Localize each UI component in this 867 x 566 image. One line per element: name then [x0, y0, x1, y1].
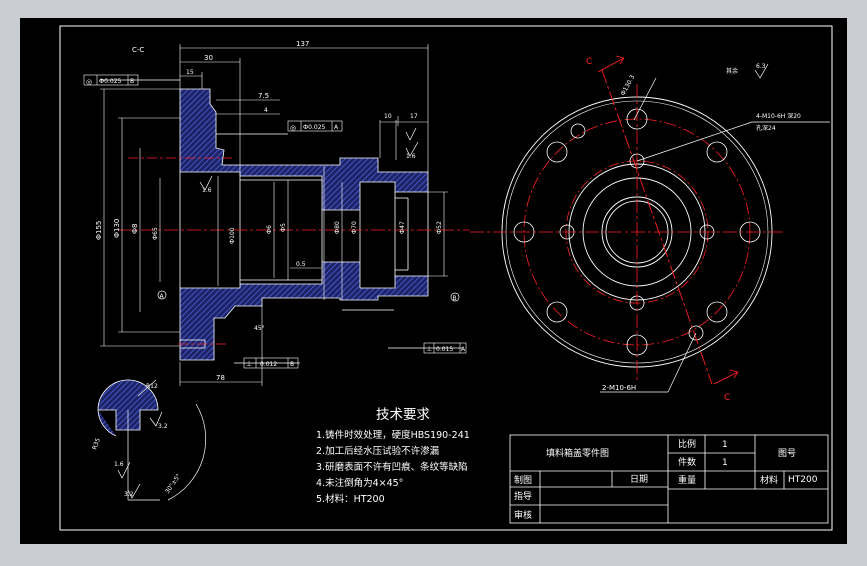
datum-a-letter: A [160, 293, 165, 300]
title-weight-label: 重量 [678, 474, 696, 486]
dim-dia-52: Ф52 [436, 221, 443, 234]
dim-dia-130: Ф130 [113, 219, 121, 238]
dim-dia-65: Ф65 [152, 227, 159, 240]
title-part-name: 填料箱盖零件图 [546, 447, 609, 459]
dim-dia-5: Ф5 [280, 223, 287, 232]
tol-1-symbol: ◎ [86, 78, 92, 86]
section-label: C-C [132, 46, 144, 54]
detail-rough-32: 3.2 [158, 423, 168, 430]
dim-len-78: 78 [216, 374, 225, 382]
tolerance-frame-1 [83, 74, 139, 86]
section-view: C-C [83, 40, 470, 386]
dim-small-05: 0.5 [296, 261, 306, 268]
tolerance-frame-2 [287, 120, 343, 132]
requirement-4: 4.未注倒角为4×45° [316, 477, 403, 489]
hatch-lower [179, 261, 429, 361]
tol-3-symbol: ⊥ [246, 360, 252, 368]
sheet-background [20, 18, 847, 544]
title-checked-label: 指导 [514, 490, 532, 502]
title-block [509, 434, 829, 524]
dim-step-4: 4 [264, 107, 268, 114]
title-count-value: 1 [722, 458, 728, 468]
dim-dia-100: Ф100 [229, 227, 236, 244]
dim-dia-8: Ф8 [131, 224, 139, 234]
title-approved-label: 审核 [514, 509, 532, 521]
tolerance-frame-3 [243, 357, 299, 369]
tol-1-value: Ф0.025 [99, 78, 122, 85]
tol-4-datum: A [461, 346, 466, 353]
view-mark-bottom: C [724, 393, 730, 403]
callout-2-m10: 2-M10-6H [602, 384, 636, 392]
section-arrow-top [597, 55, 625, 73]
tol-4-value: 0.015 [436, 346, 453, 353]
callout-4-m10: 4-M10-6H 深20 [756, 112, 801, 120]
title-drawing-no-label: 图号 [778, 448, 796, 459]
dim-angle-45: 45° [254, 325, 265, 332]
section-line-c [601, 69, 713, 385]
datum-a-marker [157, 290, 167, 300]
detail-rough-32b: 3.2 [124, 491, 134, 498]
title-drawn-label: 制图 [514, 474, 532, 486]
title-date-label: 日期 [630, 474, 648, 485]
dim-dia-80: Ф80 [334, 221, 341, 234]
inner-border [59, 25, 833, 531]
tol-3-value: 0.012 [260, 361, 277, 368]
detail-r35: R35 [91, 437, 102, 451]
title-count-label: 件数 [678, 456, 696, 468]
dim-chamfer: 7.5 [258, 92, 269, 100]
detail-lower [97, 409, 117, 437]
dim-dia-47: Ф47 [399, 221, 406, 234]
title-material-label: 材料 [760, 474, 778, 486]
detail-rough-16: 1.6 [114, 461, 124, 468]
dim-flange-width: 30 [204, 54, 213, 62]
title-scale-value: 1 [722, 440, 728, 450]
rough-63: 6.3 [756, 63, 766, 70]
datum-b-letter: B [453, 295, 457, 302]
tol-4-symbol: ⊥ [426, 345, 432, 353]
detail-hatch [97, 379, 159, 431]
dim-bore-depth: 10 [384, 113, 392, 120]
requirements-heading: 技术要求 [376, 407, 430, 423]
dim-step: 15 [186, 69, 194, 76]
rough-16-b: 1.6 [406, 153, 416, 160]
view-mark-top: C [586, 57, 592, 67]
dim-dia-70: Ф70 [351, 221, 358, 234]
tol-1-datum: B [130, 78, 134, 85]
datum-b-marker [450, 292, 460, 302]
dim-dia-6: Ф6 [266, 225, 273, 234]
section-arrow-bottom [713, 369, 739, 385]
dim-overall-length: 137 [296, 40, 309, 48]
detail-r12: R12 [146, 383, 158, 390]
requirement-5: 5.材料：HT200 [316, 493, 385, 505]
tol-3-datum: B [290, 361, 294, 368]
detail-view: R12 R35 3.2 1.6 3.2 30°±5° [91, 379, 207, 501]
dim-depth-17: 17 [410, 113, 418, 120]
callout-depth: 孔深24 [756, 124, 776, 132]
tol-2-symbol: ◎ [290, 124, 296, 132]
requirement-2: 2.加工后经水压试验不许渗漏 [316, 445, 439, 457]
requirements: 技术要求 1.铸件时效处理，硬度HBS190-241 2.加工后经水压试验不许渗… [316, 407, 470, 505]
rough-rest-label: 其余 [726, 67, 738, 75]
tol-2-value: Ф0.025 [303, 124, 326, 131]
requirement-1: 1.铸件时效处理，硬度HBS190-241 [316, 429, 470, 441]
dim-dia-155: Ф155 [95, 221, 103, 240]
detail-arc [167, 403, 207, 501]
title-scale-label: 比例 [678, 438, 696, 450]
title-material-value: HT200 [788, 475, 818, 485]
requirement-3: 3.研磨表面不许有凹痕、条纹等缺陷 [316, 461, 468, 473]
tolerance-frame-4 [423, 342, 467, 354]
tol-2-datum: A [334, 124, 339, 131]
rough-16-a: 1.6 [202, 187, 212, 194]
